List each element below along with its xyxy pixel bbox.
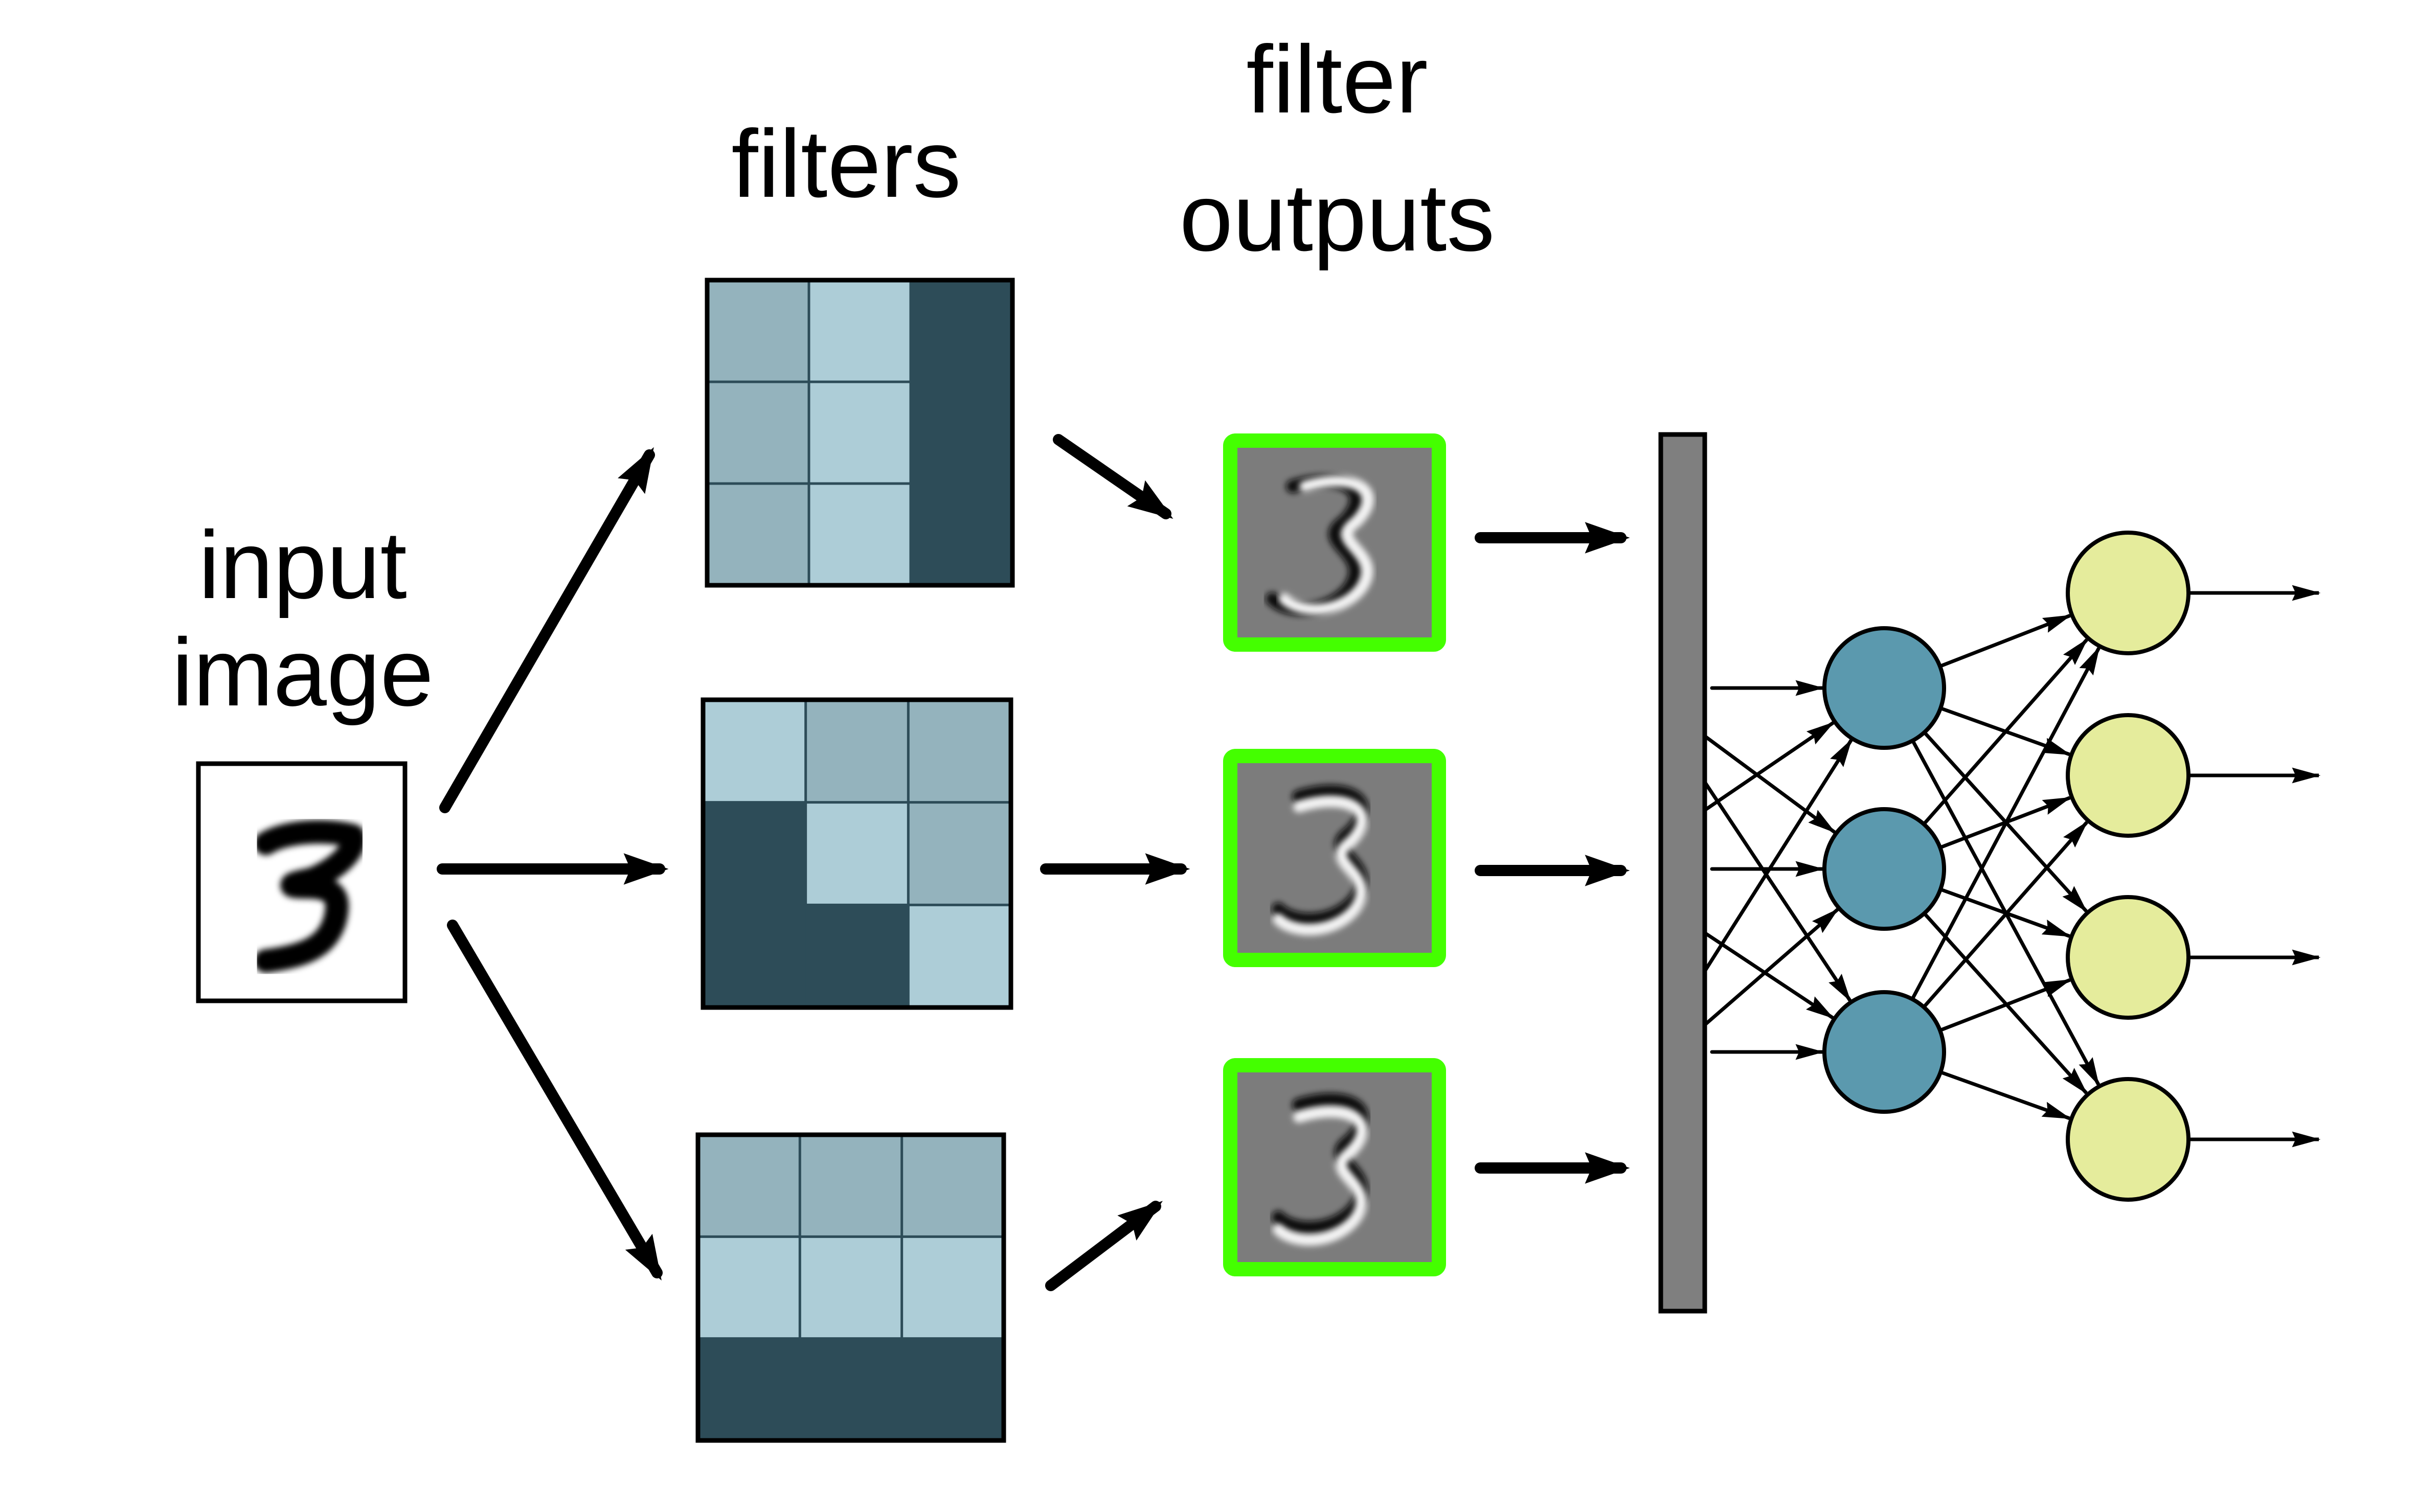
hidden-node-2 bbox=[1822, 807, 1946, 931]
output-node-4 bbox=[2066, 1077, 2191, 1202]
digit-stroke bbox=[254, 820, 366, 973]
filter-cell bbox=[805, 802, 909, 905]
filter-border bbox=[695, 1132, 1006, 1443]
output-node-2 bbox=[2066, 713, 2191, 838]
connection-flatten-to-hidden bbox=[1703, 721, 1835, 812]
digit-three-image bbox=[254, 820, 366, 973]
connection-flatten-to-hidden bbox=[1703, 780, 1852, 1002]
filter-cell bbox=[809, 280, 911, 382]
filter-cell bbox=[707, 484, 809, 586]
arrow-filter-1-to-output-1 bbox=[1053, 434, 1173, 519]
filter-border bbox=[701, 697, 1013, 1010]
connection-hidden-to-output bbox=[1922, 820, 2088, 1009]
filter-output-3 bbox=[1223, 1058, 1446, 1276]
arrow-input-to-filter-3 bbox=[447, 920, 663, 1281]
filters-label: filters bbox=[731, 110, 961, 217]
edge-response-light bbox=[1279, 475, 1374, 615]
filter-cell bbox=[911, 484, 1013, 586]
network-nodes bbox=[1822, 531, 2191, 1202]
input-image bbox=[196, 761, 408, 1003]
flatten-layer-bar bbox=[1658, 432, 1707, 1314]
filter-cell bbox=[707, 382, 809, 484]
filter-outputs-label-line2: outputs bbox=[1180, 164, 1495, 271]
filter-cell bbox=[911, 280, 1013, 382]
filter-cell bbox=[698, 1236, 800, 1339]
filter-3 bbox=[695, 1132, 1006, 1443]
filter-output-1 bbox=[1223, 433, 1446, 652]
filter-border bbox=[705, 278, 1015, 588]
filter-cell bbox=[800, 1135, 902, 1237]
input-image-label-line2: image bbox=[172, 618, 434, 726]
connection-hidden-to-output bbox=[1910, 646, 2101, 1000]
filter-output-2 bbox=[1223, 749, 1446, 967]
filter-cell bbox=[698, 1338, 800, 1441]
filter-cell bbox=[805, 700, 909, 803]
filter-cell bbox=[703, 802, 806, 905]
filter-cell bbox=[800, 1236, 902, 1339]
filter-cell bbox=[703, 905, 806, 1008]
filter-outputs-label-line1: filter bbox=[1246, 26, 1428, 133]
hidden-node-3 bbox=[1822, 990, 1946, 1114]
filter-cell bbox=[703, 700, 806, 803]
filter-2 bbox=[701, 697, 1013, 1010]
connection-hidden-to-output bbox=[1939, 614, 2072, 668]
hidden-node-1 bbox=[1822, 626, 1946, 750]
connection-flatten-to-hidden bbox=[1703, 907, 1840, 1027]
filter-cell bbox=[809, 382, 911, 484]
output-node-3 bbox=[2066, 895, 2191, 1020]
connection-flatten-to-hidden bbox=[1703, 738, 1853, 973]
input-image-label-line1: input bbox=[198, 511, 407, 618]
filter-cell bbox=[901, 1338, 1004, 1441]
filter-cell bbox=[908, 905, 1011, 1008]
filter-cell bbox=[908, 802, 1011, 905]
filter-cell bbox=[698, 1135, 800, 1237]
filter-cell bbox=[901, 1135, 1004, 1237]
connection-hidden-to-output bbox=[1939, 978, 2072, 1032]
filter-cell bbox=[805, 905, 909, 1008]
filter-cell bbox=[911, 382, 1013, 484]
connection-flatten-to-hidden bbox=[1703, 931, 1835, 1020]
edge-response-light bbox=[1273, 796, 1368, 935]
filter-cell bbox=[908, 700, 1011, 803]
filter-cell bbox=[707, 280, 809, 382]
filter-cell bbox=[901, 1236, 1004, 1339]
connection-hidden-to-output bbox=[1939, 1070, 2071, 1120]
filter-cell bbox=[800, 1338, 902, 1441]
arrow-filter-3-to-output-3 bbox=[1045, 1201, 1163, 1291]
output-node-1 bbox=[2066, 531, 2191, 655]
filter-cell bbox=[809, 484, 911, 586]
filter-1 bbox=[705, 278, 1015, 588]
arrow-input-to-filter-1 bbox=[439, 447, 655, 813]
connection-flatten-to-hidden bbox=[1703, 734, 1837, 834]
connection-hidden-to-output bbox=[1922, 638, 2088, 826]
edge-response-light bbox=[1273, 1106, 1368, 1246]
network-connections bbox=[1703, 585, 2321, 1148]
